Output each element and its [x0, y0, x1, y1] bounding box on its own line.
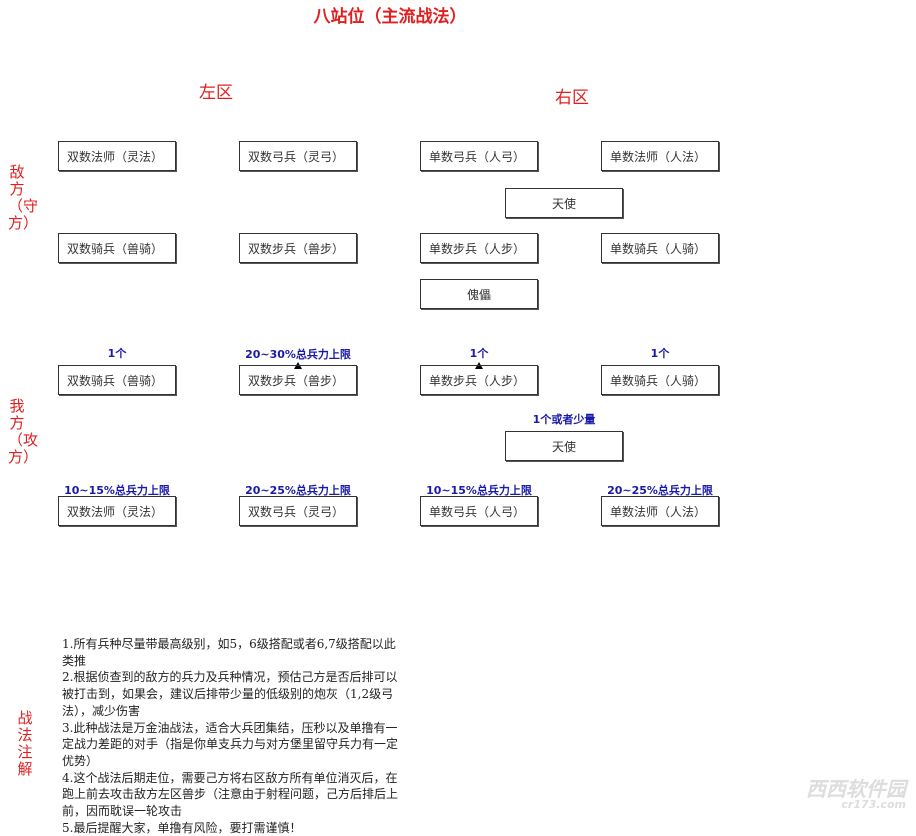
note-item: 1.所有兵种尽量带最高级别，如5，6级搭配或者6,7级搭配以此类推 [62, 637, 396, 668]
quota-note: 20~30%总兵力上限 [245, 348, 351, 361]
note-item: 3.此种战法是万金油战法，适合大兵团集结，压秒以及单撸有一定战力差距的对手（指是… [62, 720, 399, 768]
watermark-logo: 西西软件园 cr173.com [806, 779, 906, 813]
enemy-unit-box: 双数法师（灵法） [58, 141, 176, 171]
notes-side-label: 战法注解 [17, 709, 33, 778]
note-item: 4.这个战法后期走位，需要己方将右区敌方所有单位消灭后，在跑上前去攻击敌方左区兽… [62, 770, 399, 819]
quota-note: 1个 [469, 347, 489, 360]
quota-note: 20~25%总兵力上限 [245, 484, 351, 497]
right-zone-label: 右区 [555, 88, 589, 108]
note-item: 5.最后提醒大家，单撸有风险，要打需谨慎！ [62, 820, 302, 835]
enemy-puppet-box: 傀儡 [420, 279, 538, 309]
quota-note: 1个 [107, 347, 127, 360]
watermark-name: 西西软件园 [806, 777, 906, 801]
quota-note: 10~15%总兵力上限 [64, 484, 170, 497]
our-unit-box: 双数法师（灵法） [58, 496, 176, 526]
our-unit-box: 双数步兵（兽步） [239, 365, 357, 395]
quota-note: 20~25%总兵力上限 [607, 484, 713, 497]
our-side-label: 我方（攻方） [8, 397, 39, 466]
enemy-unit-box: 双数骑兵（兽骑） [58, 233, 176, 263]
enemy-unit-box: 单数步兵（人步） [420, 233, 538, 263]
enemy-unit-box: 双数弓兵（灵弓） [239, 141, 357, 171]
page-title: 八站位（主流战法） [313, 7, 467, 27]
enemy-unit-box: 双数步兵（兽步） [239, 233, 357, 263]
enemy-side-label: 敌方（守方） [8, 163, 39, 232]
quota-note: 1个或者少量 [532, 413, 596, 426]
our-unit-box: 双数骑兵（兽骑） [58, 365, 176, 395]
enemy-unit-box: 单数骑兵（人骑） [601, 233, 719, 263]
note-item: 2.根据侦查到的敌方的兵力及兵种情况，预估己方是否后排可以被打击到，如果会，建议… [62, 670, 398, 718]
our-angel-box: 天使 [505, 431, 623, 461]
strategy-notes: 1.所有兵种尽量带最高级别，如5，6级搭配或者6,7级搭配以此类推 2.根据侦查… [62, 636, 407, 836]
quota-note: 10~15%总兵力上限 [426, 484, 532, 497]
our-unit-box: 单数弓兵（人弓） [420, 496, 538, 526]
our-unit-box: 单数骑兵（人骑） [601, 365, 719, 395]
watermark-url: cr173.com [841, 798, 906, 811]
our-unit-box: 双数弓兵（灵弓） [239, 496, 357, 526]
enemy-unit-box: 单数弓兵（人弓） [420, 141, 538, 171]
enemy-unit-box: 单数法师（人法） [601, 141, 719, 171]
our-unit-box: 单数法师（人法） [601, 496, 719, 526]
quota-note: 1个 [650, 347, 670, 360]
our-unit-box: 单数步兵（人步） [420, 365, 538, 395]
enemy-angel-box: 天使 [505, 188, 623, 218]
left-zone-label: 左区 [199, 83, 233, 103]
